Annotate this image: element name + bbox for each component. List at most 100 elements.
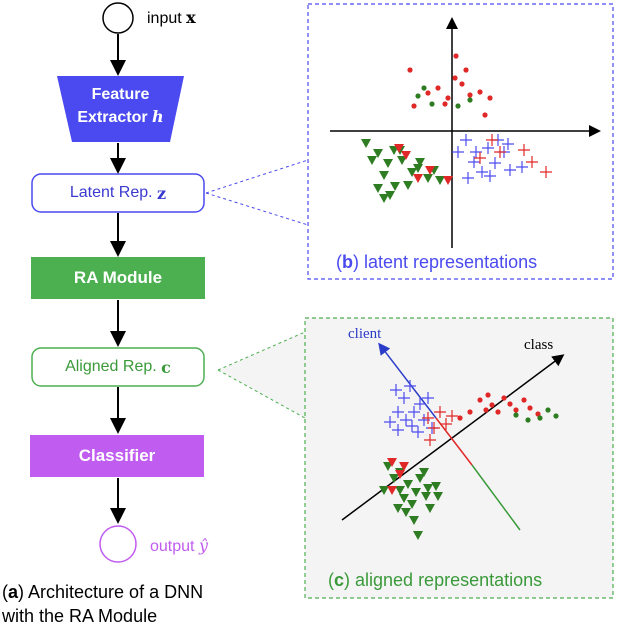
red-dot [513, 407, 519, 413]
green-triangle [395, 486, 405, 495]
blue-plus [404, 380, 416, 392]
latent-rep-node [31, 173, 205, 213]
green-dot [513, 412, 519, 418]
classifier-label: Classifier [78, 446, 156, 465]
red-triangle [443, 176, 453, 185]
red-plus [474, 152, 486, 164]
green-triangle [393, 504, 403, 513]
panel-c-frame [304, 317, 614, 599]
green-dot [525, 417, 531, 423]
blue-plus [452, 146, 464, 158]
green-triangle [379, 486, 389, 495]
green-triangle [413, 164, 423, 173]
blue-plus [412, 426, 424, 438]
red-triangle [387, 486, 397, 495]
panel-c-callout-border [217, 331, 306, 419]
panel-c-caption-letter: c [334, 570, 345, 590]
red-triangle [399, 462, 409, 471]
green-triangle [383, 159, 393, 168]
blue-plus [504, 164, 516, 176]
caption-a-line2: with the RA Module [2, 606, 158, 626]
ra-module-label: RA Module [73, 268, 163, 287]
ra-module-node [31, 257, 205, 299]
output-node [99, 525, 137, 563]
feature-extractor-line2: Extractor h [77, 107, 164, 126]
green-dot [415, 93, 421, 99]
blue-plus [400, 414, 412, 426]
red-dot [467, 409, 473, 415]
green-triangle [401, 508, 411, 517]
red-dot [535, 411, 541, 417]
red-plus [424, 434, 436, 446]
red-plus [494, 146, 506, 158]
red-dot [489, 402, 495, 408]
red-plus [440, 418, 452, 430]
red-dot [485, 392, 491, 398]
red-dot [507, 401, 513, 407]
green-dot [421, 85, 427, 91]
red-plus [428, 422, 440, 434]
panel-b-red-triangles [394, 144, 453, 185]
red-dot [457, 415, 463, 421]
red-dot [407, 67, 413, 73]
green-triangle [411, 488, 421, 497]
green-triangle [415, 158, 425, 167]
caption-a-letter: a [8, 582, 19, 602]
green-dot [545, 407, 551, 413]
red-plus [422, 412, 434, 424]
red-dot [463, 67, 469, 73]
green-triangle [379, 194, 389, 203]
caption-a: (a) Architecture of a DNN with the RA Mo… [2, 580, 203, 628]
aligned-rep-node [31, 347, 205, 387]
green-triangle [390, 182, 400, 191]
red-dot [482, 112, 488, 118]
blue-plus [516, 161, 528, 173]
red-plus [486, 134, 498, 146]
panel-b-frame [307, 3, 614, 280]
aligned-rep-label: Aligned Rep. c [65, 357, 171, 377]
feature-extractor-label: Feature Extractor h [57, 84, 184, 134]
red-dot [495, 409, 501, 415]
green-triangle [407, 168, 417, 177]
red-dot [459, 81, 465, 87]
caption-a-line1: (a) Architecture of a DNN [2, 582, 204, 602]
panel-c-client-label: client [348, 326, 382, 342]
feature-extractor-variable: h [152, 107, 164, 126]
panel-c-callout [218, 332, 305, 418]
blue-plus [384, 416, 396, 428]
blue-plus [390, 384, 402, 396]
latent-rep-variable: z [157, 183, 167, 203]
aligned-rep-variable: c [161, 357, 171, 377]
green-triangle [435, 176, 445, 185]
green-triangle [361, 139, 371, 148]
green-triangle [399, 494, 409, 503]
panel-c-caption: (c) aligned representations [328, 570, 543, 590]
green-dot [467, 97, 473, 103]
blue-plus [392, 424, 404, 436]
red-dot [501, 395, 507, 401]
blue-plus [398, 392, 410, 404]
red-dot [477, 89, 483, 95]
blue-plus [476, 166, 488, 178]
red-dot [467, 92, 473, 98]
red-dot [483, 407, 489, 413]
panel-c-green-dots [513, 407, 559, 423]
panel-b-red-plus-markers [474, 134, 552, 178]
panel-c-red-dots [457, 392, 541, 421]
green-dot [429, 101, 435, 107]
green-triangle [409, 516, 419, 525]
green-triangle [367, 156, 377, 165]
green-triangle [403, 480, 413, 489]
green-triangle [413, 531, 423, 540]
red-triangle [413, 174, 423, 183]
output-variable: ŷ [198, 536, 208, 555]
red-triangle [425, 166, 435, 175]
feature-extractor-node [57, 76, 184, 142]
green-triangle [373, 149, 383, 158]
red-dot [442, 101, 448, 107]
input-label: input x [147, 8, 196, 27]
green-triangle [385, 191, 395, 200]
blue-plus [408, 406, 420, 418]
panel-c-red-plus-markers [422, 406, 458, 446]
green-triangle [433, 492, 443, 501]
